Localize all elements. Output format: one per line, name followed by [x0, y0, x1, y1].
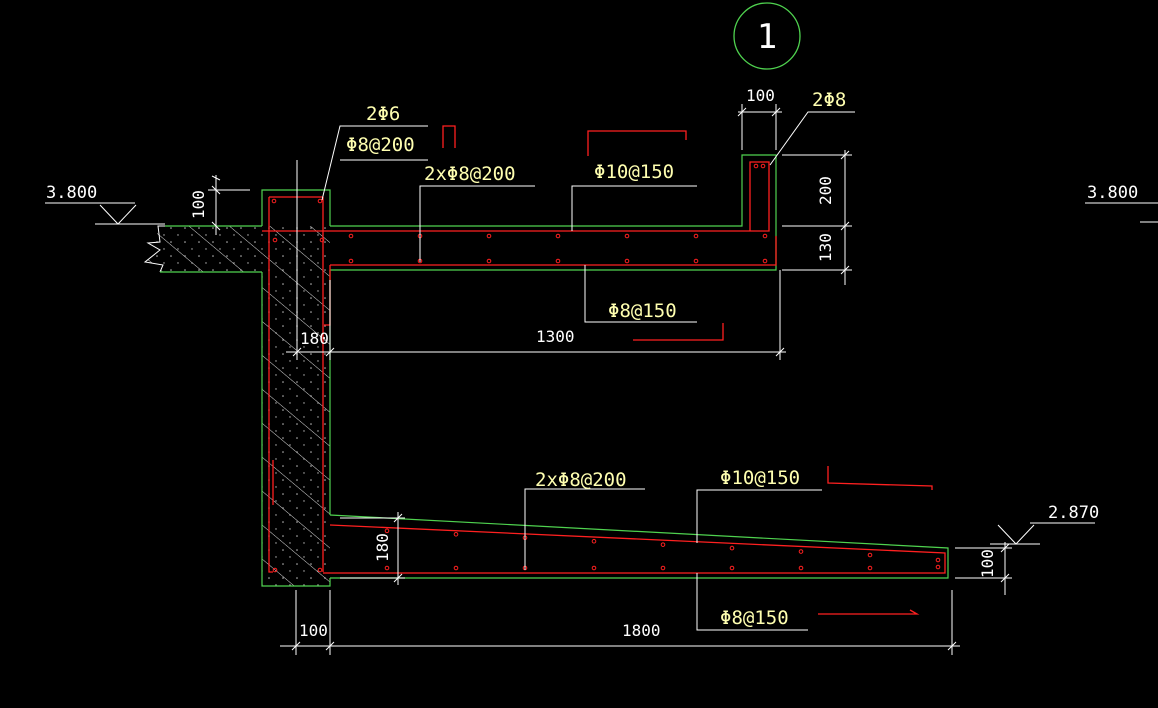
- rebar-dot: [317, 198, 323, 204]
- rebar-dot: [693, 258, 699, 264]
- dim-lower-slab-tip: 100: [978, 549, 997, 578]
- rebar-dot: [348, 258, 354, 264]
- section-marker: 1: [733, 2, 801, 70]
- rebar-dot: [624, 258, 630, 264]
- rebar-dot: [935, 564, 941, 570]
- rebar-dot: [319, 237, 325, 243]
- rebar-dot: [591, 565, 597, 571]
- label-lower-top-main: Φ10@150: [720, 467, 800, 489]
- rebar-dot: [317, 567, 323, 573]
- rebar-dot: [624, 233, 630, 239]
- section-number: 1: [757, 17, 777, 57]
- elevation-lower: 2.870: [990, 503, 1099, 545]
- elevation-left: 3.800: [45, 183, 165, 225]
- dim-upturn-width: 100: [746, 86, 775, 105]
- dimension-labels: 100 100 200 130 180 1300 180 100 100 180…: [189, 86, 997, 640]
- rebar-dot: [384, 565, 390, 571]
- rebar-dot: [453, 532, 459, 537]
- rebar-dot: [753, 163, 759, 169]
- elevation-right: 3.800: [1085, 183, 1158, 223]
- elevation-lower-label: 2.870: [1048, 503, 1099, 523]
- dim-upper-slab-length: 1300: [536, 327, 575, 346]
- label-upper-top-main: Φ10@150: [594, 161, 674, 183]
- dim-upper-slab-thickness: 130: [816, 233, 835, 262]
- rebar-dot: [555, 258, 561, 264]
- rebar-dot: [486, 233, 492, 239]
- rebar-dot: [272, 567, 278, 573]
- rebar: [262, 125, 946, 615]
- rebar-dot: [453, 565, 459, 571]
- label-wall-top-bars: 2Φ6: [366, 103, 400, 125]
- rebar-dot: [798, 549, 804, 554]
- label-wall-stirrup: Φ8@200: [346, 134, 415, 156]
- rebar-labels: 2Φ6 Φ8@200 2xΦ8@200 Φ10@150 Φ8@150 2Φ8 2…: [346, 89, 846, 629]
- rebar-dot: [762, 258, 768, 264]
- label-upturn-bars: 2Φ8: [812, 89, 846, 111]
- rebar-dot: [762, 233, 768, 239]
- rebar-dot: [798, 565, 804, 571]
- rebar-dot: [555, 233, 561, 239]
- rebar-dots: [271, 163, 941, 573]
- wall-concrete: [262, 226, 330, 586]
- rebar-dot: [693, 233, 699, 239]
- label-upper-bottom-main: Φ8@150: [608, 300, 677, 322]
- label-upper-distribution: 2xΦ8@200: [424, 163, 516, 185]
- dim-upturn-height: 200: [816, 176, 835, 205]
- rebar-dot: [867, 552, 873, 558]
- label-lower-distribution: 2xΦ8@200: [535, 469, 627, 491]
- rebar-dot: [348, 233, 354, 239]
- rebar-dot: [486, 258, 492, 264]
- rebar-dot: [272, 237, 278, 243]
- rebar-dot: [660, 542, 666, 547]
- dim-wall-bottom-offset: 100: [299, 621, 328, 640]
- elevation-left-label: 3.800: [46, 183, 97, 203]
- label-lower-bottom-main: Φ8@150: [720, 607, 789, 629]
- leader-lines: [321, 111, 855, 631]
- rebar-dot: [867, 565, 873, 571]
- dim-slab-offset: 100: [189, 190, 208, 219]
- rebar-dot: [729, 565, 735, 571]
- rebar-dot: [271, 198, 277, 204]
- rebar-dot: [760, 163, 766, 169]
- rebar-dot: [660, 565, 666, 571]
- rebar-dot: [384, 528, 390, 534]
- dim-lower-slab-length: 1800: [622, 621, 661, 640]
- rebar-dot: [935, 557, 941, 563]
- dim-lower-slab-thickness: 180: [373, 533, 392, 562]
- dim-wall-thickness: 180: [300, 329, 329, 348]
- rebar-dot: [729, 545, 735, 551]
- dimension-lines: [208, 104, 1012, 655]
- rebar-dot: [591, 538, 597, 544]
- elevation-right-label: 3.800: [1087, 183, 1138, 203]
- existing-slab: [143, 225, 262, 273]
